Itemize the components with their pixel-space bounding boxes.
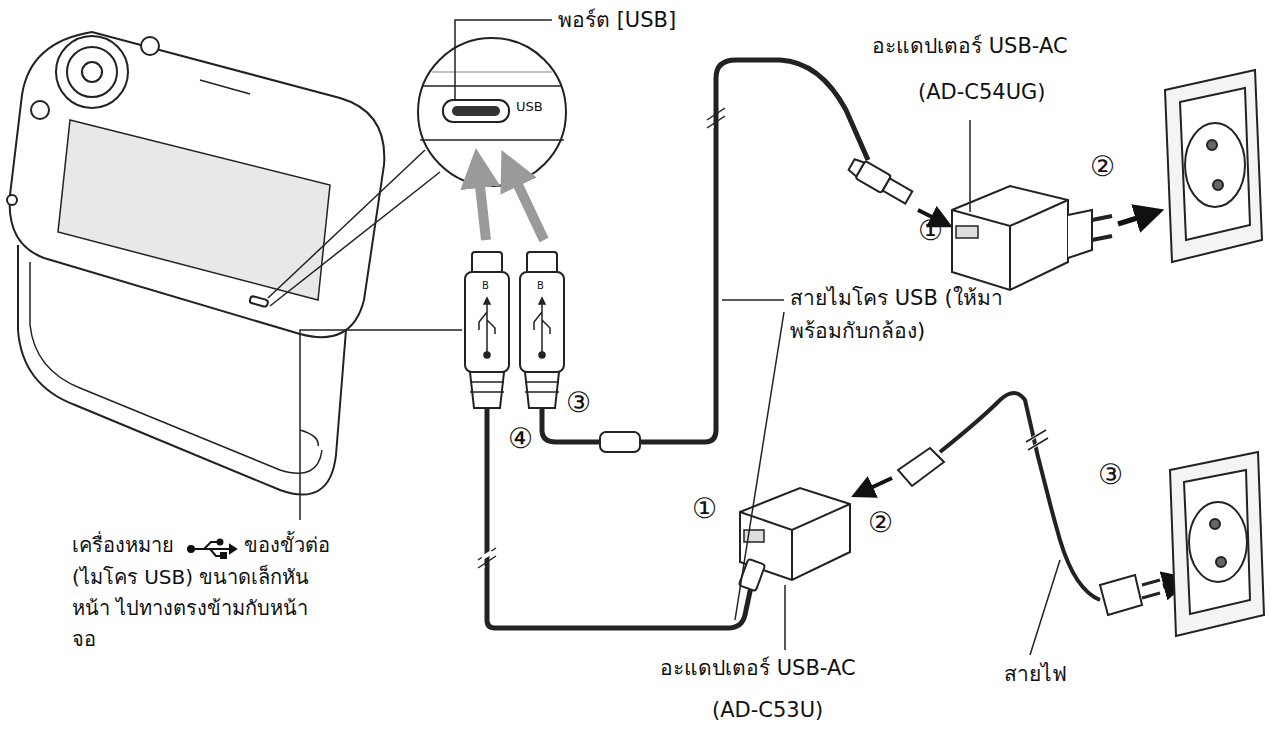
part-name: สายไมโคร USB (ให้มาพร้อมกับกล้อง) — [790, 282, 1022, 347]
power-cord — [898, 393, 1160, 615]
callout-number: ③ — [1098, 460, 1123, 491]
micro-usb-plug — [465, 252, 564, 408]
usb-a-plug — [847, 156, 914, 206]
plug-marking: B — [537, 280, 544, 291]
part-name: อะแดปเตอร์ USB-AC — [660, 652, 856, 685]
note-text: เครื่องหมาย — [72, 530, 174, 561]
usb-symbol — [188, 540, 236, 559]
callout-number: ③ — [566, 388, 591, 419]
port-closeup — [418, 38, 566, 186]
part-name: สายไฟ — [1004, 658, 1067, 691]
ferrite-core — [600, 432, 640, 452]
callout-number: ① — [692, 494, 717, 525]
callout-number: ② — [1090, 152, 1115, 183]
part-name: พอร์ต [USB] — [558, 4, 676, 37]
usb-trident — [479, 298, 550, 358]
note-text: ของขั้วต่อ — [244, 530, 330, 561]
camera — [7, 32, 384, 495]
wall-outlet — [1165, 70, 1262, 262]
model-number: (AD-C53U) — [712, 694, 823, 727]
part-name: อะแดปเตอร์ USB-AC — [872, 30, 1068, 63]
callout-number: ④ — [508, 424, 533, 455]
note-text: (ไมโคร USB) ขนาดเล็กหันหน้า ไปทางตรงข้าม… — [72, 562, 322, 655]
plug-marking: B — [482, 280, 489, 291]
callout-number: ① — [918, 216, 943, 247]
callout-number: ② — [868, 508, 893, 539]
model-number: (AD-C54UG) — [918, 76, 1046, 109]
micro-usb-cable — [487, 60, 868, 628]
wall-outlet — [1170, 452, 1264, 636]
usb-ac-adapter — [952, 186, 1112, 290]
port-marking: USB — [516, 100, 543, 114]
